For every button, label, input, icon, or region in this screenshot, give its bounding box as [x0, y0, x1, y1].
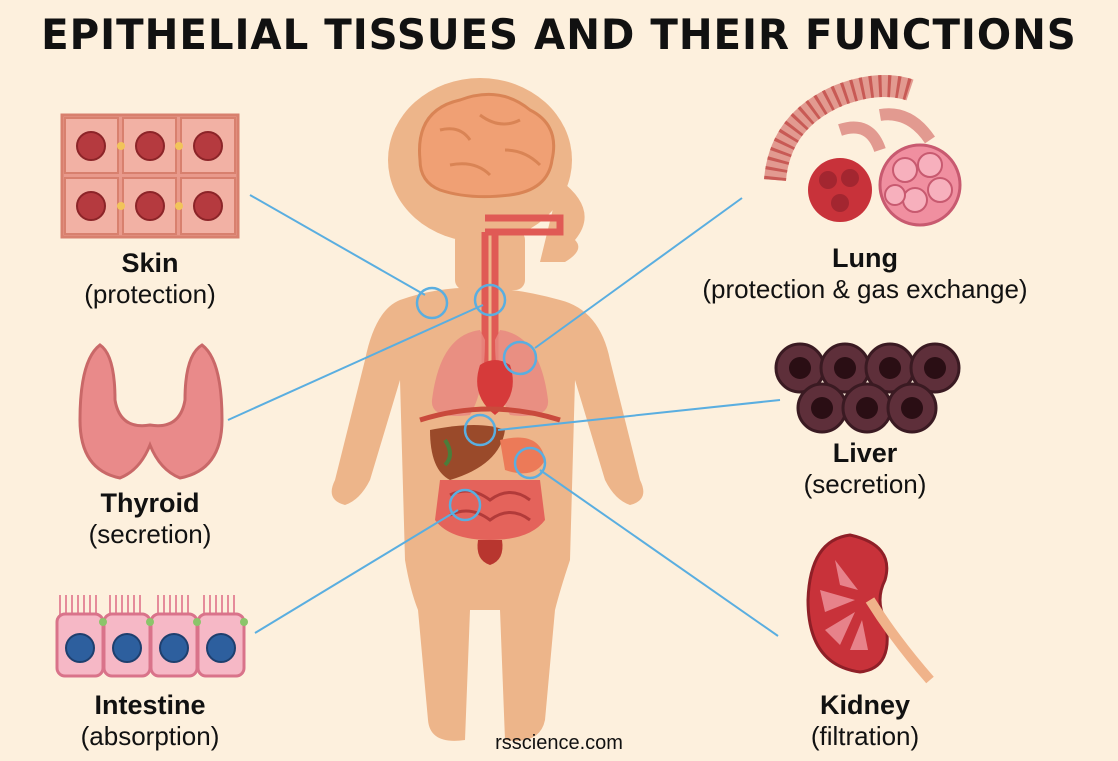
- lung-marker: [502, 340, 538, 376]
- intestine-function: (absorption): [80, 721, 220, 751]
- page-title: EPITHELIAL TISSUES AND THEIR FUNCTIONS: [41, 10, 1077, 59]
- skin-marker: [415, 286, 449, 320]
- lung-alveoli-illustration: [764, 75, 962, 227]
- intestine-name: Intestine: [94, 690, 206, 720]
- lung-label: Lung (protection & gas exchange): [640, 243, 1090, 305]
- lung-function: (protection & gas exchange): [702, 274, 1028, 304]
- trachea-illustration: [481, 214, 564, 370]
- skin-name: Skin: [121, 248, 179, 278]
- heart-illustration: [477, 360, 513, 415]
- thyroid-marker: [473, 283, 507, 317]
- intestine-marker: [448, 488, 482, 522]
- thyroid-label: Thyroid (secretion): [30, 488, 270, 550]
- connector-circles: [415, 283, 547, 522]
- thyroid-function: (secretion): [88, 519, 212, 549]
- liver-marker: [463, 413, 497, 447]
- lung-name: Lung: [832, 243, 898, 273]
- kidney-label: Kidney (filtration): [765, 690, 965, 752]
- liver-name: Liver: [832, 438, 898, 468]
- liver-label: Liver (secretion): [765, 438, 965, 500]
- thyroid-name: Thyroid: [100, 488, 200, 518]
- liver-illustration: [430, 425, 505, 480]
- skin-label: Skin (protection): [30, 248, 270, 310]
- connector-lines: [227, 194, 781, 637]
- intestine-label: Intestine (absorption): [30, 690, 270, 752]
- source-watermark: rsscience.com: [495, 732, 623, 754]
- liver-cells-illustration: [774, 342, 961, 434]
- lungs-illustration: [431, 330, 485, 416]
- intestine-cells-illustration: [55, 595, 248, 678]
- brain-illustration: [418, 92, 556, 199]
- kidney-function: (filtration): [810, 721, 920, 751]
- kidney-illustration: [806, 533, 934, 684]
- kidney-name: Kidney: [819, 690, 911, 720]
- skin-function: (protection): [84, 279, 216, 309]
- kidney-marker: [513, 446, 547, 480]
- stomach-illustration: [500, 437, 545, 474]
- bladder-illustration: [477, 540, 503, 565]
- liver-function: (secretion): [803, 469, 927, 499]
- skin-cells-illustration: [60, 113, 240, 239]
- thyroid-illustration: [78, 343, 224, 480]
